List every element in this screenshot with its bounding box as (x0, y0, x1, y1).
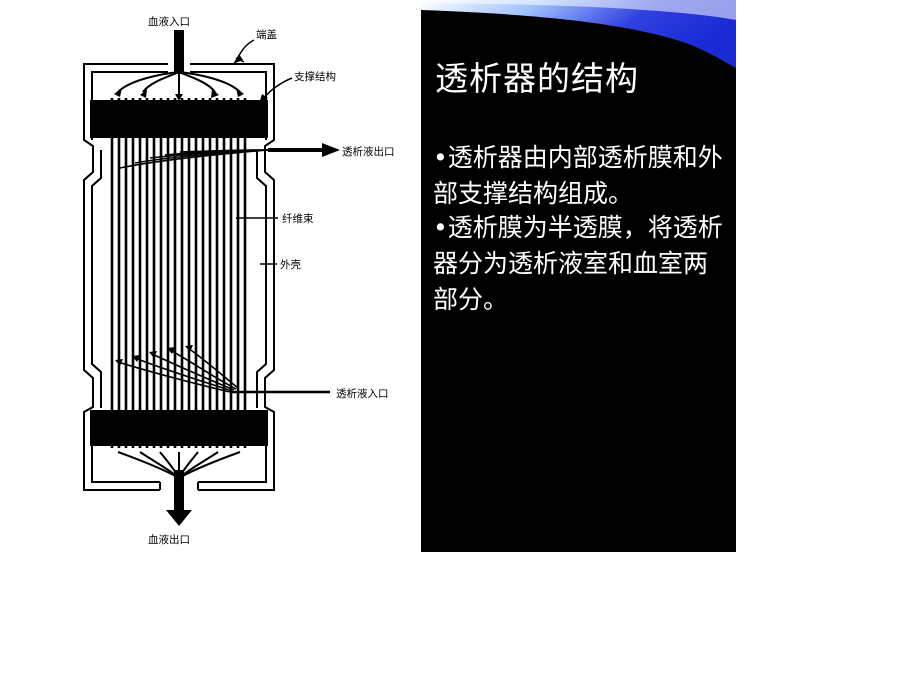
label-blood-inlet: 血液入口 (148, 15, 190, 28)
end-cap-pointer (233, 54, 243, 64)
label-shell: 外壳 (280, 258, 301, 271)
label-support-structure: 支撑结构 (294, 70, 336, 83)
decorative-swoosh (421, 0, 736, 68)
label-dialysate-inlet: 透析液入口 (336, 387, 389, 400)
bullet-item: •透析膜为半透膜，将透析器分为透析液室和血室两部分。 (433, 213, 723, 314)
label-end-cap: 端盖 (256, 28, 277, 41)
dialysate-outlet-arrowhead (322, 143, 340, 157)
bottom-support-block (90, 410, 268, 446)
label-fiber-bundle: 纤维束 (282, 212, 314, 225)
dialysate-outlet-arrow (119, 148, 325, 169)
diagram-panel: 血液入口 端盖 支撑结构 透析液出口 纤维束 外壳 透析液入口 血液出口 (0, 0, 421, 552)
dialysate-inlet-arrowheads (115, 345, 193, 366)
blood-inlet-arrow (114, 30, 244, 101)
support-structure-pointer (259, 94, 268, 104)
label-dialysate-outlet: 透析液出口 (342, 145, 395, 158)
dialyzer-shell-outline (83, 63, 275, 491)
dialyzer-diagram: 血液入口 端盖 支撑结构 透析液出口 纤维束 外壳 透析液入口 血液出口 (83, 15, 395, 546)
blood-outlet-stem (174, 470, 184, 514)
blood-outlet-arrowhead (166, 510, 192, 526)
text-panel: 透析器的结构 •透析器由内部透析膜和外部支撑结构组成。 •透析膜为半透膜，将透析… (421, 0, 736, 552)
bullet-item: •透析器由内部透析膜和外部支撑结构组成。 (433, 143, 723, 208)
dialysate-inlet-arrow (117, 347, 330, 394)
label-blood-outlet: 血液出口 (148, 533, 190, 546)
top-support-block (90, 100, 268, 138)
slide-title: 透析器的结构 (435, 59, 639, 98)
